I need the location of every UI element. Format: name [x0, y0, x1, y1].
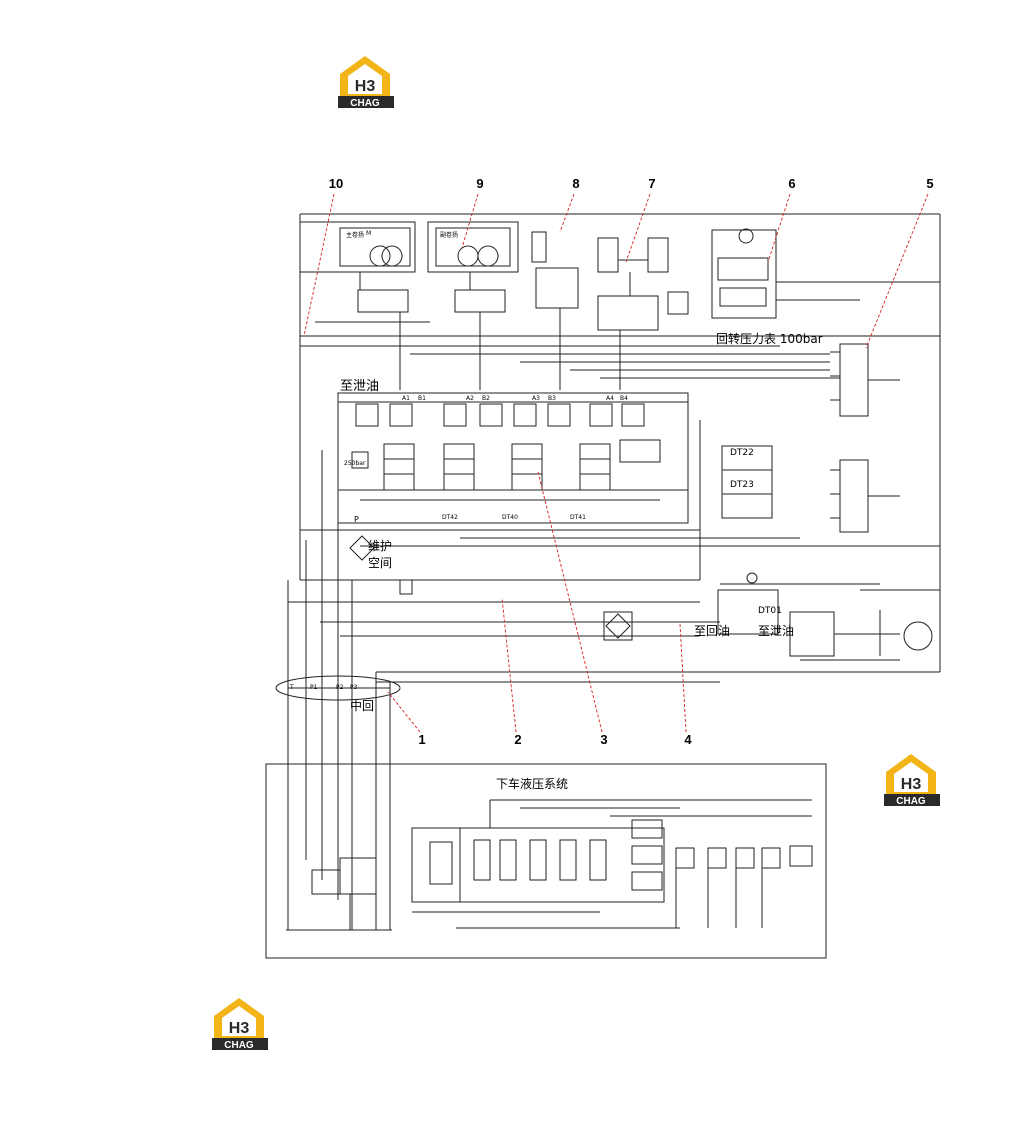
dt40-label: DT40 — [502, 514, 518, 521]
aux-winch-label: 副卷扬 — [440, 232, 459, 239]
middle-joint-label: 中回 — [350, 699, 375, 713]
callout-number: 2 — [514, 732, 522, 747]
logo-letters: H3 — [901, 776, 922, 793]
logo-letters: H3 — [229, 1020, 250, 1037]
callout-number: 4 — [684, 732, 692, 747]
dt01-label: DT01 — [758, 606, 782, 616]
port-b2-label: B2 — [482, 395, 490, 402]
pressure-label: 250bar — [344, 460, 366, 467]
swing-gauge-label: 回转压力表 100bar — [716, 332, 823, 346]
logo-brand: CHAG — [350, 98, 380, 109]
dt42-label: DT42 — [442, 514, 458, 521]
space-label: 空间 — [368, 556, 393, 570]
to-return-oil-label: 至回油 — [694, 624, 731, 638]
logo-brand: CHAG — [224, 1040, 254, 1051]
p-port-label: P — [354, 515, 359, 524]
company-logo: H3 CHAG — [880, 750, 942, 808]
company-logo: H3 CHAG — [208, 994, 270, 1052]
company-logo: H3 CHAG — [334, 52, 396, 110]
callout-number: 8 — [572, 176, 580, 191]
port-p1-label: P1 — [310, 684, 318, 691]
dt22-label: DT22 — [730, 448, 754, 458]
port-p3-label: P3 — [350, 684, 358, 691]
port-b3-label: B3 — [548, 395, 556, 402]
callout-number: 3 — [600, 732, 608, 747]
callout-number: 5 — [926, 176, 934, 191]
dt41-label: DT41 — [570, 514, 586, 521]
port-a1-label: A1 — [402, 395, 410, 402]
port-t-label: T — [290, 684, 294, 691]
port-a2-label: A2 — [466, 395, 474, 402]
dt23-label: DT23 — [730, 480, 754, 490]
port-b1-label: B1 — [418, 395, 426, 402]
main-winch-label: 主卷扬 — [346, 232, 365, 239]
maintenance-label: 维护 — [368, 539, 393, 553]
motor-label: M — [366, 230, 372, 237]
callout-number: 1 — [418, 732, 426, 747]
port-a3-label: A3 — [532, 395, 540, 402]
callout-number: 6 — [788, 176, 796, 191]
logo-brand: CHAG — [896, 796, 926, 807]
logo-letters: H3 — [355, 78, 376, 95]
to-drain-oil-label: 至泄油 — [758, 624, 795, 638]
port-b4-label: B4 — [620, 395, 628, 402]
callout-number: 9 — [476, 176, 484, 191]
lower-system-title: 下车液压系统 — [496, 777, 569, 791]
drain-oil-label: 至泄油 — [340, 379, 380, 394]
port-p2-label: P2 — [336, 684, 344, 691]
port-a4-label: A4 — [606, 395, 614, 402]
callout-number: 10 — [328, 176, 344, 191]
callout-number: 7 — [648, 176, 656, 191]
